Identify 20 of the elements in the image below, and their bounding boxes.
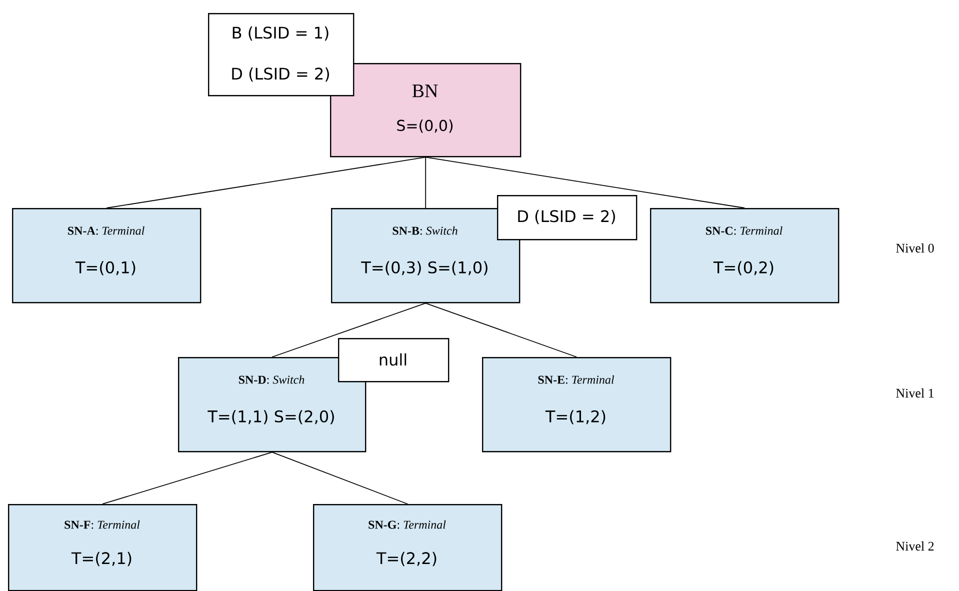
level-label: Nivel 1 — [896, 388, 934, 398]
subnet-node-box: SN-D: Switch T=(1,1) S=(2,0) — [178, 357, 366, 452]
subnet-node-box: SN-F: Terminal T=(2,1) — [8, 504, 198, 591]
callout-box: null — [338, 338, 450, 382]
connector-line — [425, 302, 578, 358]
connector-line — [106, 156, 426, 208]
callout-box: D (LSID = 2) — [497, 195, 638, 240]
root-node-box: BN S=(0,0) — [330, 63, 522, 158]
subnet-node-box: SN-E: Terminal T=(1,2) — [482, 357, 672, 452]
connector-line — [425, 156, 746, 208]
subnet-node-box: SN-G: Terminal T=(2,2) — [313, 504, 502, 591]
connector-line — [425, 156, 426, 208]
callout-box: B (LSID = 1) D (LSID = 2) — [208, 13, 354, 96]
connector-line — [102, 452, 273, 504]
level-label: Nivel 2 — [896, 541, 934, 551]
connector-line — [272, 452, 408, 504]
level-label: Nivel 0 — [896, 243, 934, 253]
subnet-node-box: SN-A: Terminal T=(0,1) — [12, 208, 202, 304]
connector-line — [272, 302, 426, 358]
subnet-node-box: SN-C: Terminal T=(0,2) — [650, 208, 840, 304]
